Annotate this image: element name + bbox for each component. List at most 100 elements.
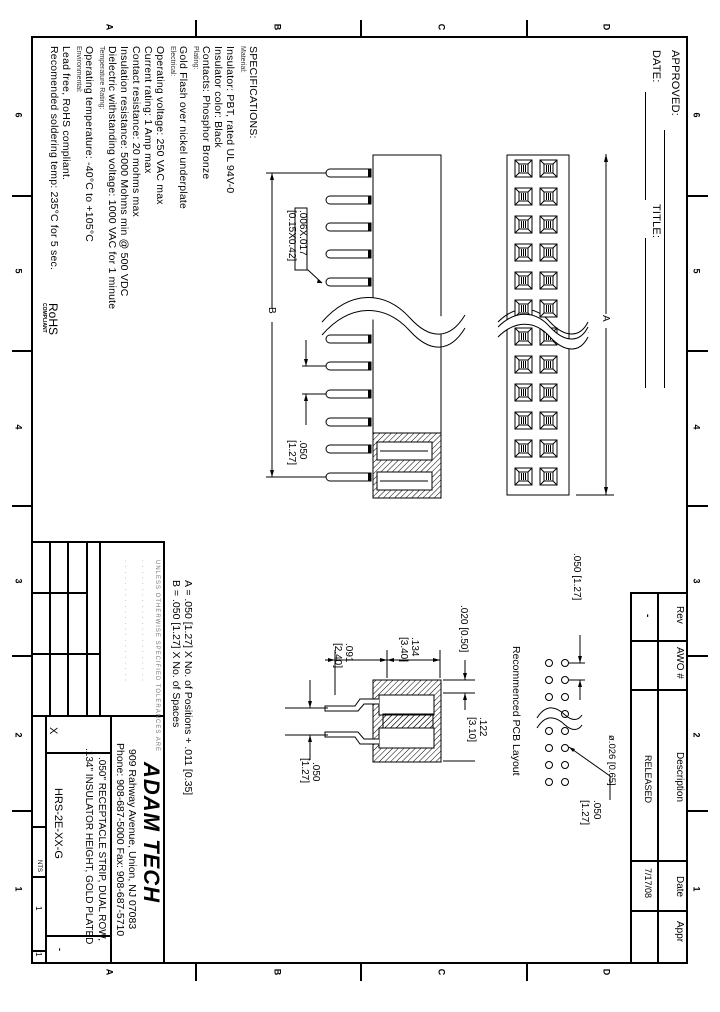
title-block-divider bbox=[45, 752, 110, 754]
spec-line: Operating temperature: -40°C to +105°C bbox=[83, 46, 95, 243]
zone-number-2-right: 2 bbox=[691, 732, 702, 738]
zone-letter-a-top: A bbox=[104, 23, 115, 31]
dimension-091: .091 bbox=[343, 643, 354, 663]
title-block-divider bbox=[49, 541, 51, 715]
spec-line: Insulator: PBT, rated UL 94V-0 bbox=[224, 46, 236, 194]
zone-divider bbox=[12, 195, 32, 197]
company-phone: Phone: 908-687-5000 Fax: 908-687-5710 bbox=[114, 743, 126, 937]
zone-divider bbox=[526, 964, 528, 981]
sheet-of: 1 bbox=[34, 952, 43, 957]
title-label: TITLE: bbox=[650, 204, 662, 239]
spec-line: Gold Flash over nickel underplate bbox=[177, 46, 189, 210]
dimension-b-label: B bbox=[266, 307, 277, 314]
date-value: 7/17/08 bbox=[643, 868, 653, 899]
zone-letter-d-top: D bbox=[601, 23, 612, 31]
title-block bbox=[31, 541, 165, 964]
dimension-020: .020 [0.50] bbox=[458, 605, 469, 653]
approved-line bbox=[664, 130, 665, 388]
zone-number-3-left: 3 bbox=[13, 578, 24, 584]
dimension-134: .134 bbox=[409, 637, 420, 657]
rev-col-divider bbox=[630, 689, 688, 691]
zone-divider bbox=[360, 20, 362, 37]
dimension-050-end: .050 bbox=[310, 762, 321, 782]
zone-divider bbox=[688, 655, 708, 657]
pin-size-dimension-mm: [0.15X0.42] bbox=[286, 210, 297, 262]
title-block-divider bbox=[67, 541, 69, 715]
zone-number-6-left: 6 bbox=[13, 112, 24, 118]
pcb-row-pitch-dimension-mm: [1.27] bbox=[579, 800, 590, 826]
zone-letter-b-top: B bbox=[272, 23, 283, 31]
zone-divider bbox=[12, 350, 32, 352]
pcb-layout-title: Recommenced PCB Layout bbox=[510, 646, 522, 776]
pin-size-dimension: .006X.017 bbox=[297, 210, 308, 256]
zone-divider bbox=[12, 505, 32, 507]
zone-number-4-right: 4 bbox=[691, 424, 702, 430]
company-address: 909 Rahway Avenue, Union, NJ 07083 bbox=[126, 749, 138, 930]
dimension-122-mm: [3.10] bbox=[466, 717, 477, 743]
spec-line: Contact resistance: 20 mohms max bbox=[130, 46, 142, 217]
spec-line: Material: bbox=[239, 46, 246, 73]
title-block-divider bbox=[45, 935, 110, 937]
zone-divider bbox=[195, 964, 197, 981]
zone-number-3-right: 3 bbox=[691, 578, 702, 584]
title-block-divider bbox=[99, 541, 101, 715]
zone-divider bbox=[195, 20, 197, 37]
rev-header: Rev bbox=[674, 606, 685, 624]
date-label: DATE: bbox=[650, 50, 662, 83]
description-line-2: .134" INSULATOR HEIGHT, GOLD PLATED bbox=[83, 748, 94, 945]
zone-letter-c-bottom: C bbox=[436, 968, 447, 976]
title-block-divider bbox=[31, 876, 45, 878]
date-header: Date bbox=[674, 876, 685, 898]
approved-label: APPROVED: bbox=[669, 50, 681, 116]
zone-divider bbox=[688, 810, 708, 812]
title-rev: - bbox=[55, 948, 65, 951]
title-block-divider bbox=[31, 826, 45, 828]
spec-line: Environmental: bbox=[75, 46, 82, 93]
title-block-divider bbox=[31, 950, 45, 952]
zone-number-6-right: 6 bbox=[691, 112, 702, 118]
spec-line: Lead free, RoHS compliant. bbox=[60, 46, 72, 181]
title-block-divider bbox=[45, 715, 47, 964]
break-line-icon bbox=[497, 313, 589, 350]
side-view-drawing bbox=[265, 154, 466, 499]
spec-line: Contacts: Phosphor Bronze bbox=[200, 46, 212, 180]
spec-line: Electrical: bbox=[169, 46, 176, 77]
revision-table-row bbox=[630, 592, 659, 964]
zone-divider bbox=[526, 20, 528, 37]
zone-number-2-left: 2 bbox=[13, 732, 24, 738]
zone-letter-a-bottom: A bbox=[104, 968, 115, 976]
zone-divider bbox=[688, 195, 708, 197]
title-block-divider bbox=[31, 653, 101, 655]
pcb-hole-dimension: ø.026 [0.65] bbox=[606, 735, 617, 786]
description-line-1: .050" RECEPTACLE STRIP, DUAL ROW, bbox=[96, 757, 107, 941]
dimension-091-mm: [2.40] bbox=[332, 643, 343, 669]
zone-divider bbox=[12, 810, 32, 812]
awo-header: AWO # bbox=[674, 647, 685, 679]
title-block-divider bbox=[31, 715, 165, 717]
rohs-compliant-label: COMPLIANT bbox=[41, 303, 47, 333]
sheet-number: 1 bbox=[34, 906, 43, 911]
part-number: HRS-2E-XX-G bbox=[52, 788, 64, 859]
title-block-divider bbox=[86, 541, 88, 715]
zone-divider bbox=[12, 655, 32, 657]
pcb-row-pitch-dimension: .050 bbox=[591, 800, 602, 820]
pcb-layout-drawing bbox=[536, 635, 611, 800]
pitch-dimension-mm: [1.27] bbox=[286, 440, 297, 466]
spec-line: Insulation resistance: 5000 Mohms min @ … bbox=[118, 46, 130, 297]
rohs-mark: RoHS bbox=[46, 303, 60, 336]
zone-number-4-left: 4 bbox=[13, 424, 24, 430]
zone-divider bbox=[360, 964, 362, 981]
spec-line: Operating voltage: 250 VAC max bbox=[154, 46, 166, 205]
date-line bbox=[645, 92, 646, 200]
revision-table-header bbox=[657, 592, 688, 964]
formula-a: A = .050 [1.27] X No. of Positions + .01… bbox=[182, 580, 194, 796]
title-block-divider bbox=[31, 592, 87, 594]
rev-col-divider bbox=[630, 860, 688, 862]
spec-line: Plating: bbox=[192, 46, 199, 70]
rev-col-divider bbox=[630, 910, 688, 912]
zone-letter-d-bottom: D bbox=[601, 968, 612, 976]
zone-divider bbox=[688, 505, 708, 507]
zone-letter-c-top: C bbox=[436, 23, 447, 31]
specifications-block: SPECIFICATIONS: Material: Insulator: PBT… bbox=[33, 38, 263, 335]
dimension-134-mm: [3.40] bbox=[398, 637, 409, 663]
